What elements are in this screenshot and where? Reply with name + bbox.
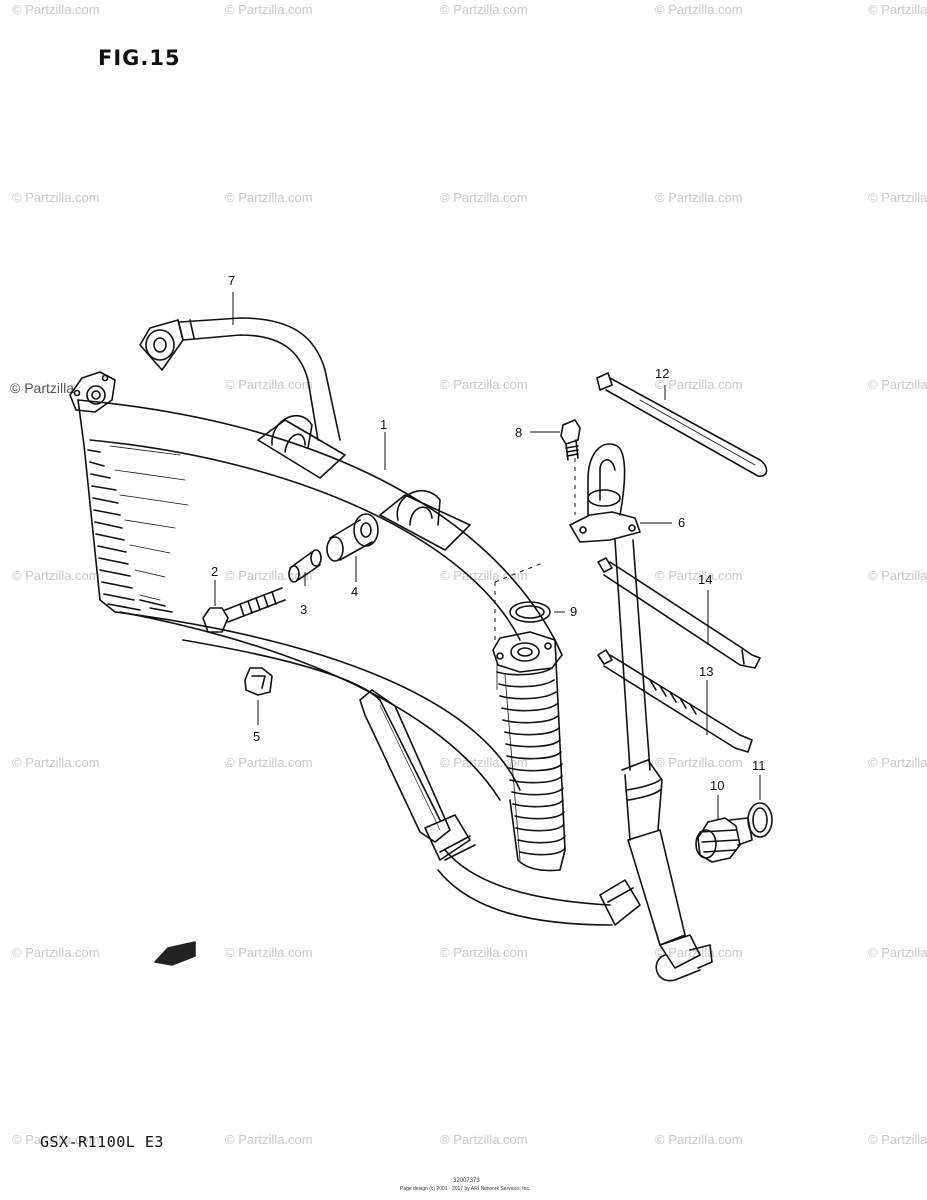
callout-6: 6 (678, 515, 686, 530)
oil-hose-7 (139, 317, 346, 479)
callout-5: 5 (253, 729, 261, 744)
watermark: © Partzilla.com (12, 1132, 100, 1147)
model-code: GSX-R1100L E3 (40, 1133, 164, 1151)
watermark: © Partzilla.com (440, 190, 528, 205)
watermark: © Partzilla.com (868, 568, 927, 583)
watermark: © Partzilla.com (655, 1132, 743, 1147)
strap-13 (597, 649, 753, 753)
watermark: © Partzilla.com (655, 377, 743, 392)
page-code: 32007373 (453, 1178, 480, 1184)
watermark: © Partzilla (10, 380, 74, 396)
union-10 (695, 817, 753, 863)
watermark: © Partzilla.com (225, 2, 313, 17)
oil-hose-lower (424, 814, 641, 926)
oil-cooler (69, 371, 566, 872)
watermark: © Partzilla.com (12, 755, 100, 770)
callout-9: 9 (570, 604, 578, 619)
leader-lines (214, 292, 761, 820)
figure-title: FIG.15 (98, 46, 181, 70)
watermark: © Partzilla.com (12, 190, 100, 205)
watermark: © Partzilla.com (440, 2, 528, 17)
callout-14: 14 (698, 572, 713, 587)
strap-14 (597, 557, 761, 669)
bolt-8 (560, 419, 581, 461)
callout-8: 8 (515, 425, 523, 440)
o-ring-9 (509, 601, 551, 623)
watermark: © Partzilla.com (655, 568, 743, 583)
watermark: © Partzilla.com (868, 190, 927, 205)
watermark: © Partzilla.com (12, 2, 100, 17)
callout-4: 4 (351, 584, 359, 599)
grommet-4 (326, 513, 379, 562)
callout-1: 1 (380, 417, 388, 432)
watermark: © Partzilla.com (868, 2, 927, 17)
callout-3: 3 (300, 602, 308, 617)
fwd-arrow-icon (154, 941, 196, 966)
gasket-11 (747, 802, 773, 838)
callout-2: 2 (211, 564, 219, 579)
watermark: © Partzilla.com (655, 190, 743, 205)
watermark: © Partzilla.com (12, 568, 100, 583)
watermark: © Partzilla.com (655, 2, 743, 17)
watermark: © Partzilla.com (225, 755, 313, 770)
strap-12 (596, 372, 768, 477)
watermark: © Partzilla.com (225, 945, 313, 960)
watermark: © Partzilla.com (868, 1132, 927, 1147)
hose-clamp (379, 489, 471, 551)
clip-5 (244, 667, 273, 696)
callout-11: 11 (752, 758, 766, 773)
callout-10: 10 (710, 778, 725, 793)
frame-member (182, 639, 451, 843)
watermark: © Partzilla.com (655, 755, 743, 770)
callout-7: 7 (228, 273, 236, 288)
watermark: © Partzilla.com (225, 190, 313, 205)
watermark: © Partzilla.com (440, 945, 528, 960)
watermark: © Partzilla.com (440, 1132, 528, 1147)
watermark: © Partzilla.com (225, 1132, 313, 1147)
watermark: © Partzilla.com (868, 755, 927, 770)
oil-hose-6 (569, 443, 713, 982)
bolt-2 (202, 587, 286, 633)
callout-12: 12 (655, 366, 670, 381)
watermark: © Partzilla.com (12, 945, 100, 960)
watermark: © Partzilla.com (868, 377, 927, 392)
callout-13: 13 (699, 664, 714, 679)
spacer-3 (288, 549, 322, 583)
copyright-notice: Page design (c) 2001 - 2017 by ARI Netwo… (400, 1186, 531, 1192)
watermark: © Partzilla.com (868, 945, 927, 960)
watermark: © Partzilla.com (225, 377, 313, 392)
watermark: © Partzilla.com (440, 377, 528, 392)
